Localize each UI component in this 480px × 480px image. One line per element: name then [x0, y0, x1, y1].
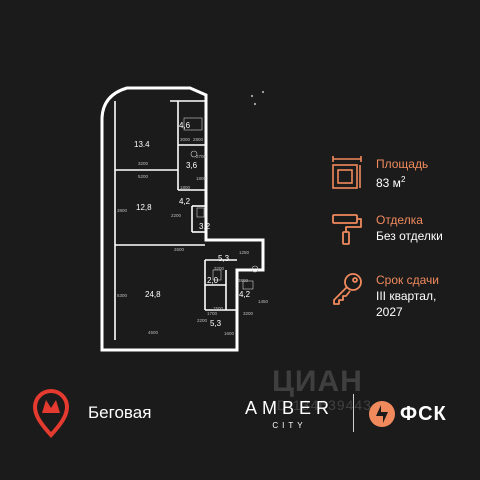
- dimension-label: 5200: [138, 174, 149, 179]
- dimension-label: 1450: [258, 299, 269, 304]
- delivery-year: 2027: [376, 305, 403, 319]
- plan-fixtures: [183, 90, 265, 290]
- plan-inner-walls: [114, 100, 237, 340]
- paint-roller-icon: [332, 214, 362, 245]
- dimension-label: 2200: [171, 213, 182, 218]
- metro-station: Беговая: [32, 388, 151, 438]
- dimension-label: 1700: [207, 311, 218, 316]
- room-area-hall-1: 4,2: [179, 197, 191, 206]
- dimension-label: 2800: [193, 137, 204, 142]
- dimension-label: 3800: [238, 278, 249, 283]
- floor-plan-icon: [332, 156, 362, 189]
- logo-divider: [353, 394, 354, 432]
- room-area-bath-top: 4,6: [179, 121, 191, 130]
- logo-city: CITY: [272, 421, 307, 430]
- dimension-label: 1800: [196, 176, 207, 181]
- fsk-logo-icon: [369, 401, 395, 427]
- dimension-label: 3200: [138, 161, 149, 166]
- room-area-storage: 5,3: [218, 254, 230, 263]
- dimension-label: 5300: [117, 293, 128, 298]
- room-area-bedroom: 12,8: [136, 203, 152, 212]
- finish-info: Отделка Без отделки: [330, 212, 443, 246]
- dimension-labels: 3200 5200 1800 3800 2600 2700 2800 2200 …: [117, 137, 269, 336]
- area-value: 83 м2: [376, 175, 406, 190]
- dimension-label: 3200: [214, 266, 225, 271]
- watermark-brand: ЦИАН: [272, 365, 363, 398]
- dimension-label: 2600: [174, 247, 185, 252]
- project-logo: AMBER CITY: [245, 398, 334, 430]
- logo-amber: AMBER: [245, 398, 335, 418]
- room-area-living: 24,8: [145, 290, 161, 299]
- room-area-corridor: 5,3: [210, 319, 222, 328]
- dimension-label: 3000: [180, 137, 191, 142]
- finish-value: Без отделки: [376, 229, 443, 243]
- finish-title: Отделка: [376, 213, 423, 227]
- developer-logo: ФСК: [368, 400, 447, 428]
- metro-station-name: Беговая: [88, 403, 152, 422]
- dimension-label: 3800: [117, 208, 128, 213]
- delivery-title: Срок сдачи: [376, 273, 439, 287]
- dimension-label: 3200: [243, 311, 254, 316]
- delivery-value: III квартал,: [376, 289, 437, 303]
- room-area-bath-mid: 3,6: [186, 161, 198, 170]
- room-area-kitchen-upper: 13.4: [134, 140, 150, 149]
- delivery-info: Срок сдачи III квартал, 2027: [330, 272, 439, 320]
- key-icon: [333, 273, 362, 305]
- plan-walls: [100, 86, 265, 352]
- watermark: ЦИАН ID 134639443: [272, 365, 372, 413]
- metro-icon: [32, 389, 70, 438]
- dimension-label: 2200: [197, 318, 208, 323]
- dimension-label: 1600: [224, 331, 235, 336]
- watermark-id: ID 134639443: [272, 397, 372, 413]
- dimension-label: 2700: [196, 154, 207, 159]
- room-area-bath-small: 4,2: [239, 290, 251, 299]
- dimension-label: 4500: [148, 330, 159, 335]
- dimension-label: 1500: [213, 306, 224, 311]
- dimension-label: 1250: [239, 250, 250, 255]
- area-info: Площадь 83 м2: [330, 156, 428, 191]
- developer-name: ФСК: [400, 402, 447, 425]
- room-area-wc: 2,0: [207, 276, 219, 285]
- dimension-label: 1800: [180, 185, 191, 190]
- room-labels: 13.4 4,6 3,6 4,2 12,8 3,2 5,3 24,8 2,0 4…: [134, 121, 251, 328]
- room-area-hall-2: 3,2: [199, 222, 211, 231]
- area-title: Площадь: [376, 157, 429, 171]
